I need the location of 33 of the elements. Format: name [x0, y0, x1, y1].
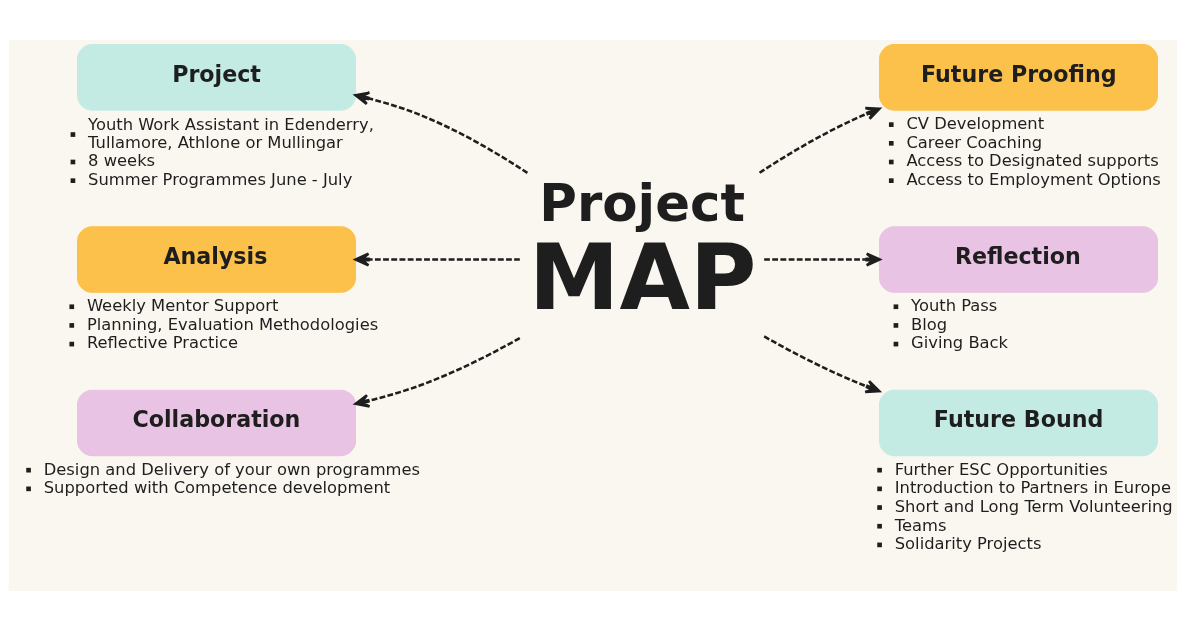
node-label: Design and Delivery of your own programmes: [43, 459, 421, 479]
node-label: Access to Designated supports: [906, 151, 1159, 171]
arrow: [758, 106, 881, 174]
node-label: 8 weeks: [88, 151, 156, 171]
node-label: Supported with Competence development: [43, 478, 391, 498]
node-label: CV Development: [906, 113, 1045, 133]
node-label: Planning, Evaluation Methodologies: [86, 314, 379, 334]
arrow: [354, 252, 520, 267]
node-label: Short and Long Term Volunteering: [894, 496, 1173, 516]
node-box: Future Bound: [879, 389, 1158, 457]
node-label: Summer Programmes June - July: [88, 169, 353, 189]
node-label: Youth Work Assistant in Edenderry, Tullamore, Athlone or Mullingar: [88, 115, 374, 152]
node-label: Access to Employment Options: [906, 169, 1161, 189]
node-text: Project MAP: [528, 173, 757, 330]
arrow: [354, 336, 521, 408]
node-label: Teams: [894, 515, 947, 535]
node-label: Reflective Practice: [86, 333, 238, 353]
node-box: Project: [77, 44, 357, 111]
arrow: [354, 91, 529, 174]
node-box: Collaboration: [77, 389, 357, 457]
node-box: Future Proofing: [879, 44, 1158, 111]
node-label: Youth Pass: [911, 296, 998, 316]
node-label: Further ESC Opportunities: [894, 459, 1108, 479]
node-label: Career Coaching: [906, 132, 1043, 152]
node-label: Solidarity Projects: [894, 534, 1042, 554]
node-box: Reflection: [879, 226, 1158, 293]
node-box: Analysis: [77, 226, 357, 293]
node-label: Blog: [911, 314, 948, 334]
arrow: [764, 252, 881, 267]
arrow: [763, 335, 881, 394]
node-label: Weekly Mentor Support: [86, 296, 279, 316]
node-label: Introduction to Partners in Europe: [894, 478, 1171, 498]
node-label: Giving Back: [911, 333, 1009, 353]
